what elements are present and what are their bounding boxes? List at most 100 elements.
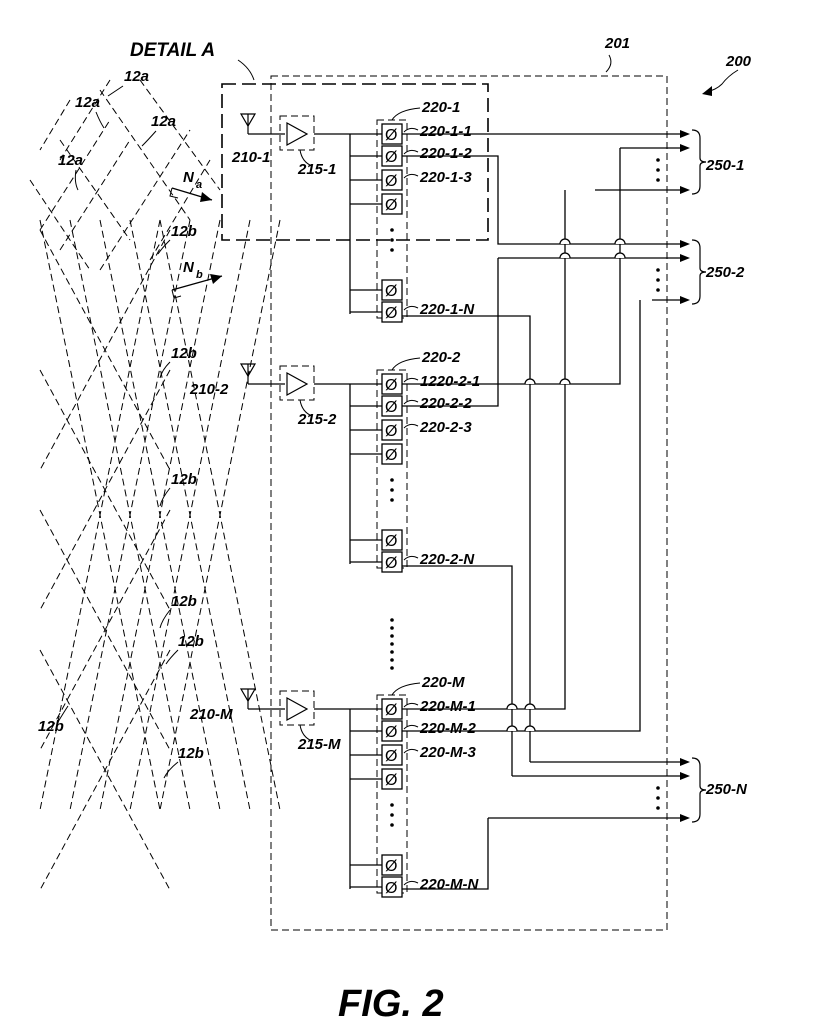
crossover-hump: [559, 252, 571, 259]
shifter-label: 220-M-2: [419, 720, 477, 737]
panel-201-leader: [605, 54, 612, 73]
svg-text:Ø: Ø: [385, 858, 397, 875]
leader-12b-1: [157, 239, 171, 255]
leader-12b-6: [57, 705, 69, 723]
shifter-group-label: 220-M: [421, 674, 465, 691]
svg-text:Ø: Ø: [385, 423, 397, 440]
route-1-N: [402, 315, 531, 762]
svg-text:Ø: Ø: [385, 555, 397, 572]
svg-text:Ø: Ø: [385, 702, 397, 719]
leader-12a-2: [95, 111, 105, 129]
channel-ellipsis: [390, 618, 394, 670]
output-label-250-1: 250-1: [705, 157, 744, 174]
leader-12a-1: [107, 85, 124, 97]
leader-12b-3: [159, 487, 171, 507]
channel-2: 210-2215-2220-2ØØØØØØ1220-2-1220-2-2220-…: [189, 349, 480, 573]
normal-a-label: N: [183, 169, 195, 186]
output-arrow: [680, 814, 690, 822]
crossover-hump: [524, 703, 536, 710]
shifter-label: 220-2-3: [419, 419, 472, 436]
shifter-label: 220-2-2: [419, 395, 472, 412]
crossover-hump: [614, 252, 626, 259]
phase-shifter: Ø: [350, 419, 403, 441]
shifter-label: 220-1-N: [419, 301, 475, 318]
layer-label-12a-3: 12a: [151, 113, 176, 130]
lattice-line-b-3: [69, 219, 191, 811]
layer-label-12a-1: 12a: [124, 68, 149, 85]
amplifier-leader: [299, 724, 313, 742]
crossover-hump: [506, 725, 518, 732]
route-2-2: [402, 258, 499, 407]
figure-caption: FIG. 2: [338, 983, 444, 1025]
lattice-line-d-1: [39, 369, 171, 611]
amplifier-icon: [286, 121, 309, 147]
phase-shifter: Ø: [350, 193, 403, 215]
amplifier-boundary: [279, 690, 315, 726]
antenna-icon: [239, 113, 285, 135]
phase-shifter: Ø: [350, 720, 403, 742]
crossover-hump: [524, 378, 536, 385]
output-ellipsis: [656, 796, 660, 800]
phase-shifter: Ø: [350, 768, 403, 790]
svg-text:Ø: Ø: [385, 149, 397, 166]
output-ellipsis: [656, 288, 660, 292]
output-label-250-N: 250-N: [705, 781, 748, 798]
amplifier-label: 215-M: [297, 736, 341, 753]
layer-label-12b-7: 12b: [178, 633, 204, 650]
shifter-label: 220-1-1: [419, 123, 472, 140]
channels-group: 210-1215-1220-1ØØØØØØ220-1-1220-1-2220-1…: [189, 99, 480, 898]
dashed-lattice: [29, 79, 281, 891]
phase-shifter: Ø: [381, 373, 403, 395]
amplifier-label: 215-1: [297, 161, 336, 178]
lattice-line-d-0: [39, 229, 171, 471]
shifter-label: 220-M-1: [419, 698, 476, 715]
leader-12b-7: [165, 649, 179, 665]
phase-shifter: Ø: [350, 876, 403, 898]
layer-label-12b-1: 12b: [171, 223, 197, 240]
brace-250-1: [691, 129, 707, 195]
output-arrow: [680, 186, 690, 194]
normal-vector-a: N a: [169, 169, 213, 202]
shifter-ellipsis: [390, 823, 394, 827]
shifter-ellipsis: [390, 498, 394, 502]
output-arrow: [680, 144, 690, 152]
amplifier-label: 215-2: [297, 411, 337, 428]
amplifier-leader: [299, 149, 313, 167]
route-2-1: [402, 148, 621, 385]
phase-shifter: Ø: [350, 301, 403, 323]
layer-label-12b-5: 12b: [178, 745, 204, 762]
route-M-2: [402, 300, 641, 732]
normal-b-subscript: b: [196, 269, 203, 281]
output-arrow: [680, 772, 690, 780]
amplifier-icon: [286, 371, 309, 397]
shifter-group-leader: [391, 357, 421, 371]
shifter-ellipsis: [390, 238, 394, 242]
output-arrow: [680, 130, 690, 138]
lattice-line-a-8: [39, 99, 71, 151]
lattice-line-b-7: [129, 219, 251, 811]
brace-250-N: [691, 757, 707, 823]
lattice-line-b-1: [39, 219, 161, 811]
shifter-label: 220-1-2: [419, 145, 472, 162]
svg-text:Ø: Ø: [385, 127, 397, 144]
layer-label-12b-4: 12b: [171, 593, 197, 610]
crossover-hump: [559, 378, 571, 385]
amplifier-boundary: [279, 115, 315, 151]
output-arrow: [680, 758, 690, 766]
phase-shifter: Ø: [350, 169, 403, 191]
lattice-line-a-9: [59, 79, 111, 161]
phase-shifter: Ø: [350, 395, 403, 417]
layer-label-12a-2: 12a: [75, 94, 100, 111]
shifter-group-label: 220-1: [421, 99, 460, 116]
crossover-hump: [614, 238, 626, 245]
output-ellipsis: [656, 786, 660, 790]
layer-label-12b-2: 12b: [171, 345, 197, 362]
output-arrow: [680, 296, 690, 304]
leader-12b-2: [159, 361, 171, 379]
output-network: [402, 129, 707, 890]
svg-text:Ø: Ø: [385, 724, 397, 741]
shifter-ellipsis: [390, 478, 394, 482]
system-200-label: 200: [725, 53, 752, 70]
lattice-line-a-0: [59, 139, 131, 241]
